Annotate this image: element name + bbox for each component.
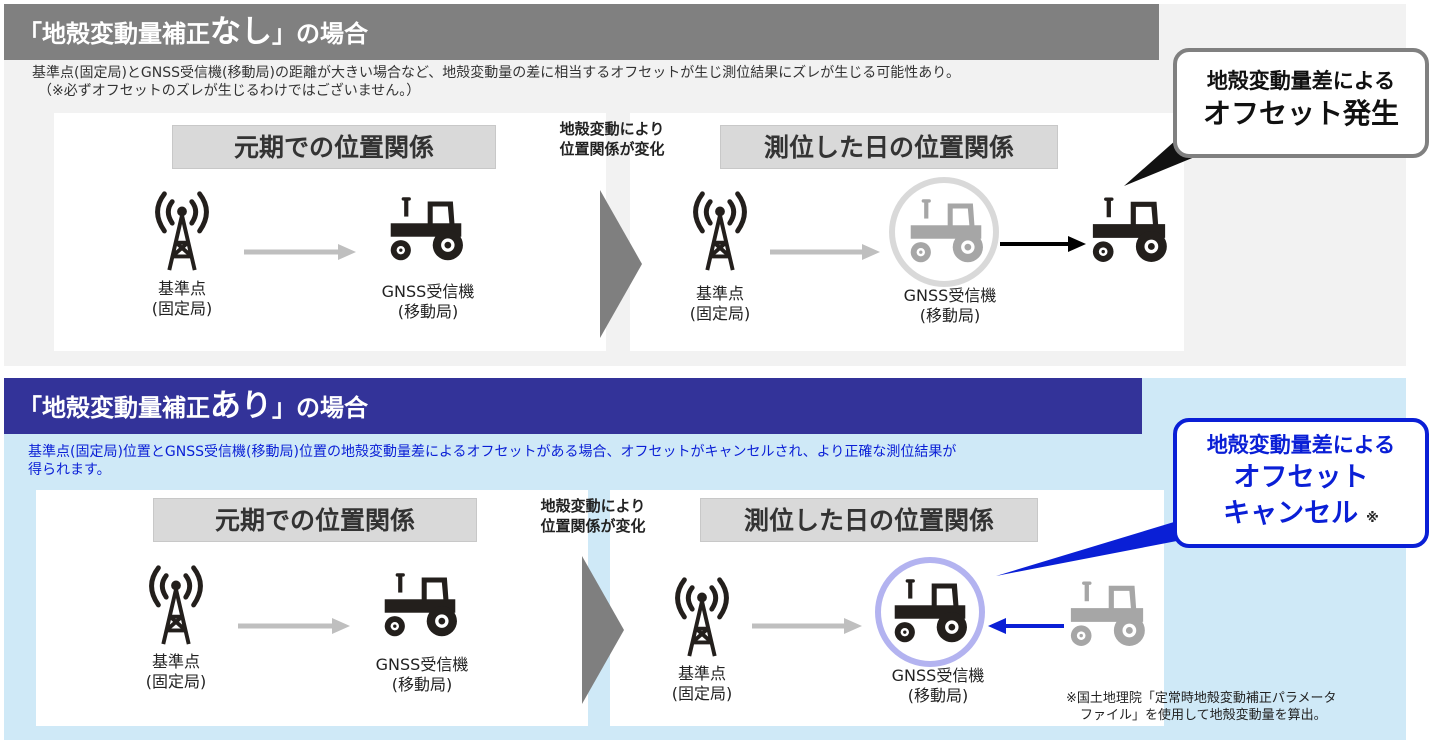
section1-header-post: 」の場合 xyxy=(272,20,368,48)
arrow-right-icon xyxy=(752,618,862,634)
antenna-tower-icon xyxy=(662,572,742,660)
section2-callout-mark: ※ xyxy=(1366,511,1379,526)
section2-change-line2: 位置関係が変化 xyxy=(540,517,646,535)
footnote-line2: ファイル」を使用して地殻変動量を算出。 xyxy=(1080,708,1327,723)
tractor-offset-ghost-icon xyxy=(1064,580,1150,650)
section1-change-line2: 位置関係が変化 xyxy=(559,140,665,158)
section2-header-emphasis: あり xyxy=(210,388,272,424)
tractor-icon xyxy=(384,196,468,264)
rover-label-line1: GNSS受信機 xyxy=(375,655,469,674)
section2-header-pre: 「地殻変動量補正 xyxy=(18,394,210,422)
section1-desc-line2: （※必ずオフセットのズレが生じるわけではございません。） xyxy=(38,83,421,99)
section1-description: 基準点(固定局)とGNSS受信機(移動局)の距離が大きい場合など、地殻変動量の差… xyxy=(32,64,960,100)
section2-callout-line3: キャンセル xyxy=(1223,498,1359,529)
section2-callout-line1: 地殻変動量差による xyxy=(1206,433,1396,457)
base-label-line1: 基準点 xyxy=(151,652,200,671)
section1-change-line1: 地殻変動により xyxy=(559,120,665,138)
section2-desc-line2: 得られます。 xyxy=(28,462,111,478)
section1-transition-chevron xyxy=(600,190,642,338)
section1-left-base-label: 基準点 (固定局) xyxy=(122,279,242,319)
section2-right-title: 測位した日の位置関係 xyxy=(700,498,1038,542)
arrow-right-icon xyxy=(244,244,356,260)
section1-right-title: 測位した日の位置関係 xyxy=(720,125,1058,169)
base-label-line1: 基準点 xyxy=(157,279,206,298)
section1-callout-line2: オフセット発生 xyxy=(1202,97,1399,130)
section2-transition-chevron xyxy=(582,556,624,704)
footnote-line1: ※国土地理院「定常時地殻変動補正パラメータ xyxy=(1066,691,1337,706)
base-label-line1: 基準点 xyxy=(695,284,744,303)
rover-label-line1: GNSS受信機 xyxy=(903,286,997,305)
section2-change-note: 地殻変動により 位置関係が変化 xyxy=(526,496,660,536)
antenna-tower-icon xyxy=(142,186,222,274)
tractor-corrected-icon xyxy=(875,557,985,667)
tractor-shifted-icon xyxy=(1086,196,1172,266)
callout-pointer xyxy=(996,522,1182,576)
base-label-line2: (固定局) xyxy=(671,684,733,703)
section1-left-rover-label: GNSS受信機 (移動局) xyxy=(360,282,496,322)
section1-callout: 地殻変動量差による オフセット発生 xyxy=(1173,48,1429,158)
cancel-arrow-icon xyxy=(988,618,1064,634)
section2-right-rover-label: GNSS受信機 (移動局) xyxy=(870,666,1006,706)
section1-desc-line1: 基準点(固定局)とGNSS受信機(移動局)の距離が大きい場合など、地殻変動量の差… xyxy=(32,65,960,81)
base-label-line2: (固定局) xyxy=(145,672,207,691)
antenna-tower-icon xyxy=(136,560,216,648)
section2-left-base-label: 基準点 (固定局) xyxy=(116,652,236,692)
section1-header-emphasis: なし xyxy=(210,14,272,50)
section2-callout-line3-wrap: キャンセル ※ xyxy=(1177,496,1425,537)
base-label-line1: 基準点 xyxy=(677,664,726,683)
rover-label-line1: GNSS受信機 xyxy=(891,666,985,685)
base-label-line2: (固定局) xyxy=(689,304,751,323)
arrow-right-icon xyxy=(238,618,350,634)
section2-footnote: ※国土地理院「定常時地殻変動補正パラメータ ファイル」を使用して地殻変動量を算出… xyxy=(1066,690,1337,724)
section2-callout-line2: オフセット xyxy=(1233,462,1369,493)
tractor-icon xyxy=(378,572,462,640)
section1-callout-line1: 地殻変動量差による xyxy=(1206,69,1396,93)
rover-label-line1: GNSS受信機 xyxy=(381,282,475,301)
section1-change-note: 地殻変動により 位置関係が変化 xyxy=(545,119,679,159)
antenna-tower-icon xyxy=(680,186,760,274)
section2-left-title: 元期での位置関係 xyxy=(153,498,477,542)
tractor-original-position-icon xyxy=(889,177,999,287)
base-label-line2: (固定局) xyxy=(151,299,213,318)
section1-header: 「地殻変動量補正なし」の場合 xyxy=(4,4,1159,60)
section2-header-post: 」の場合 xyxy=(272,394,368,422)
section2-right-base-label: 基準点 (固定局) xyxy=(642,664,762,704)
section2-change-line1: 地殻変動により xyxy=(540,497,646,515)
offset-arrow-icon xyxy=(1000,236,1086,252)
rover-label-line2: (移動局) xyxy=(397,302,459,321)
section1-left-title: 元期での位置関係 xyxy=(172,125,496,169)
section2-callout: 地殻変動量差による オフセット キャンセル ※ xyxy=(1173,418,1429,548)
section1-right-base-label: 基準点 (固定局) xyxy=(660,284,780,324)
section1-right-rover-label: GNSS受信機 (移動局) xyxy=(882,286,1018,326)
rover-label-line2: (移動局) xyxy=(391,675,453,694)
section1-header-pre: 「地殻変動量補正 xyxy=(18,20,210,48)
section2-header: 「地殻変動量補正あり」の場合 xyxy=(4,378,1142,434)
rover-label-line2: (移動局) xyxy=(919,306,981,325)
section2-left-rover-label: GNSS受信機 (移動局) xyxy=(354,655,490,695)
section2-desc-line1: 基準点(固定局)位置とGNSS受信機(移動局)位置の地殻変動量差によるオフセット… xyxy=(28,444,957,460)
section2-description: 基準点(固定局)位置とGNSS受信機(移動局)位置の地殻変動量差によるオフセット… xyxy=(28,443,956,479)
rover-label-line2: (移動局) xyxy=(907,686,969,705)
arrow-right-icon xyxy=(770,244,880,260)
